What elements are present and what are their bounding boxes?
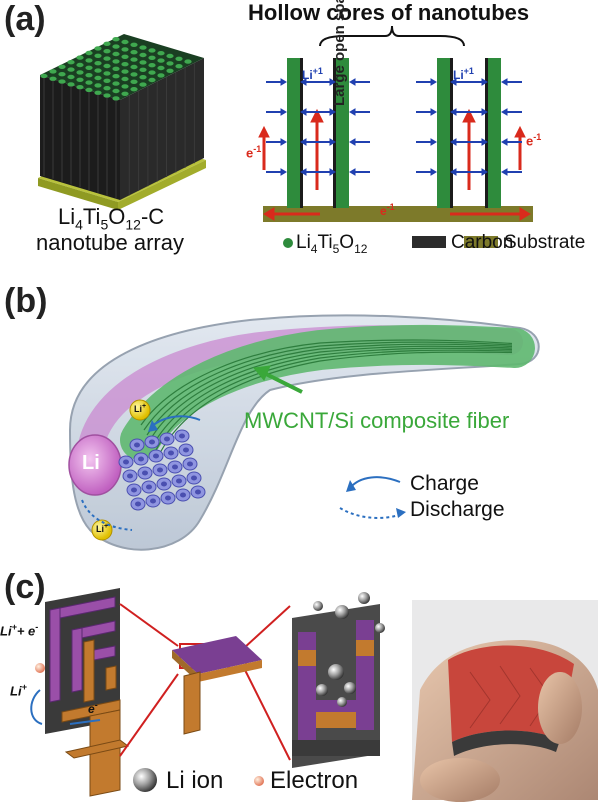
- array-name-line2: nanotube array: [36, 230, 184, 255]
- li-ion-label-left: Li+1: [302, 66, 323, 82]
- tube-cross-section: [118, 429, 206, 511]
- legend-carbon-text: Carbon: [451, 232, 513, 254]
- nanotube-array-3d: [38, 34, 206, 210]
- electron-label-bottom: e-1: [380, 202, 395, 218]
- panel-b-label: (b): [4, 282, 48, 320]
- device-chip: [172, 636, 262, 735]
- hollow-cores-brace: [319, 25, 465, 47]
- discharge-legend-arrow: [339, 507, 403, 519]
- interdigitated-electrode: [30, 588, 130, 797]
- electron-legend-dot: [254, 776, 264, 786]
- substrate-legend-swatch: [464, 236, 498, 248]
- li-ion-top: [129, 399, 151, 421]
- fiber-bundle: [120, 324, 535, 460]
- li-ion-legend-label: Li ion: [166, 767, 224, 794]
- li-plus-label: Li+: [10, 682, 27, 699]
- flexible-device-photo: [412, 600, 598, 802]
- discharge-arrow-path: [81, 499, 133, 531]
- panel-c-label: (c): [4, 568, 46, 606]
- zoom-lines: [119, 603, 291, 761]
- substrate-bar: [263, 206, 533, 222]
- li-ion-arrows: [266, 78, 522, 176]
- li-ion-label-bottom: Li+: [96, 523, 109, 534]
- electron-dot-small: [35, 663, 45, 673]
- cross-section-cube: [292, 604, 380, 768]
- carbon-legend-swatch: [412, 236, 446, 248]
- hollow-cores-title: Hollow cores of nanotubes: [248, 0, 530, 25]
- electron-arrows: [258, 108, 531, 221]
- li-ion-label-top: Li+: [134, 403, 147, 414]
- array-name-line1: Li4Ti5O12-C: [58, 204, 165, 233]
- electron-label-right: e-1: [526, 132, 542, 149]
- legend-substrate-label: Substrate: [504, 232, 586, 253]
- legend-substrate: Substrate: [504, 232, 585, 254]
- fiber-label: MWCNT/Si composite fiber: [244, 408, 510, 433]
- discharge-label: Discharge: [410, 498, 505, 521]
- electron-legend-label: Electron: [270, 767, 359, 794]
- charge-label: Charge: [410, 472, 479, 495]
- li-ion-legend-sphere: [133, 768, 157, 792]
- electron-label-left: e-1: [246, 144, 262, 161]
- legend-carbon-label: Carbon: [451, 232, 514, 253]
- li-ion-spheres: [313, 592, 385, 707]
- legend-lto: Li4Ti5O12: [296, 232, 368, 256]
- li-electrode-label: Li: [82, 452, 100, 474]
- li-plus-e-label: Li++ e-: [0, 622, 39, 639]
- e-label: e-: [88, 700, 98, 716]
- lto-legend-dot: [283, 238, 293, 248]
- fiber-label-arrow: [253, 365, 303, 394]
- nanotube-walls: [287, 58, 501, 208]
- panel-a-label: (a): [4, 0, 46, 38]
- li-ion-label-right: Li+1: [453, 66, 474, 82]
